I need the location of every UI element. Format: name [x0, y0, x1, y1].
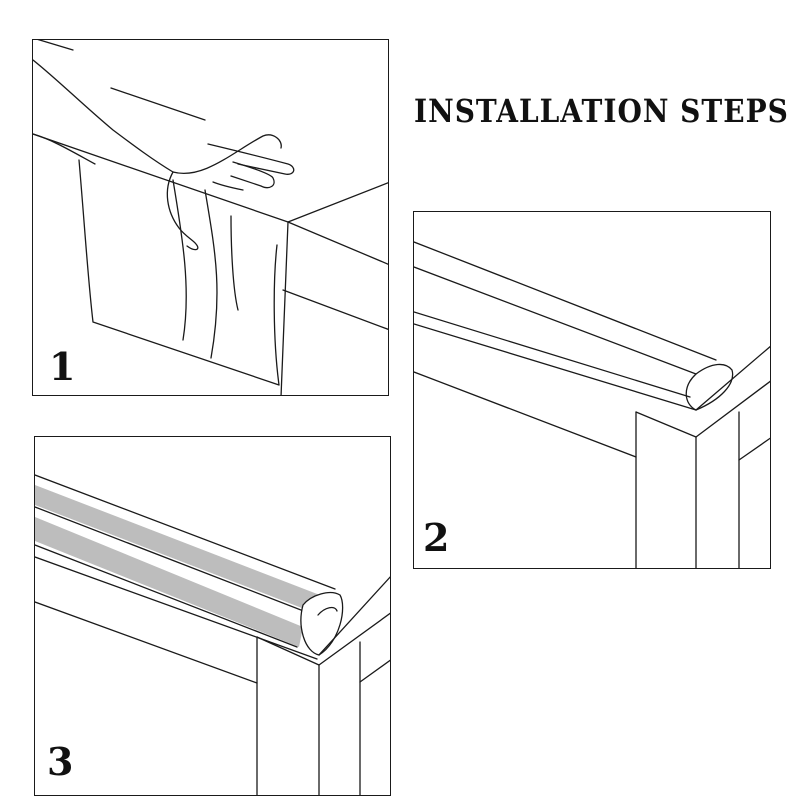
table-back-edge — [110, 87, 206, 121]
table-front-top — [35, 601, 258, 684]
finger-1 — [207, 143, 295, 175]
bumper-bottom-line — [414, 323, 697, 411]
table-side-lower — [282, 289, 388, 330]
bumper-end-profile — [685, 363, 734, 411]
step-number: 2 — [423, 515, 450, 560]
step-1-panel: 1 — [32, 39, 389, 396]
step-3-panel: 3 — [34, 436, 391, 796]
adhesive-strip-lower — [35, 517, 303, 647]
table-top-far — [37, 40, 74, 51]
cloth-fold-2 — [204, 189, 218, 359]
step-2-panel: 2 — [413, 211, 771, 569]
table-edge — [695, 345, 770, 411]
adhesive-strip-upper — [35, 485, 325, 615]
step-number: 3 — [47, 739, 74, 784]
table-front-under — [635, 411, 697, 438]
cloth-fold-1 — [172, 179, 187, 341]
bumper-lower-mid — [35, 544, 298, 648]
step-number: 1 — [49, 344, 76, 389]
thumb — [166, 171, 199, 251]
arm-lower — [33, 133, 96, 165]
bumper-end-inner — [317, 606, 338, 616]
table-side-lower — [359, 659, 390, 683]
bumper-upper-mid — [35, 506, 320, 618]
table-edge — [318, 576, 390, 656]
table-side-lower — [738, 437, 770, 461]
table-top-edge — [33, 133, 388, 223]
cloth — [78, 159, 280, 386]
bumper-bottom-line — [35, 556, 318, 660]
bumper-end-cap — [300, 591, 344, 656]
bumper-edge-illustration — [414, 241, 770, 568]
table-front-under — [256, 636, 320, 666]
bumper-top-line — [35, 474, 336, 590]
bumper-upper-ridge — [414, 266, 697, 375]
bumper-lower-ridge — [414, 311, 691, 398]
bumper-top-line — [414, 241, 717, 361]
table-side-top — [695, 380, 770, 438]
table-side-top — [287, 221, 388, 265]
hand-back — [172, 134, 282, 174]
page-title: INSTALLATION STEPS — [414, 92, 789, 130]
hand-wiping-illustration — [33, 40, 388, 395]
table-side-top — [318, 612, 390, 666]
table-front-top — [414, 371, 637, 458]
adhesive-bumper-illustration — [35, 474, 390, 795]
arm-upper — [33, 59, 174, 173]
cloth-fold-3 — [230, 215, 239, 311]
table-front-face — [280, 221, 289, 395]
finger-2 — [230, 161, 275, 189]
knuckle-line — [212, 181, 244, 191]
